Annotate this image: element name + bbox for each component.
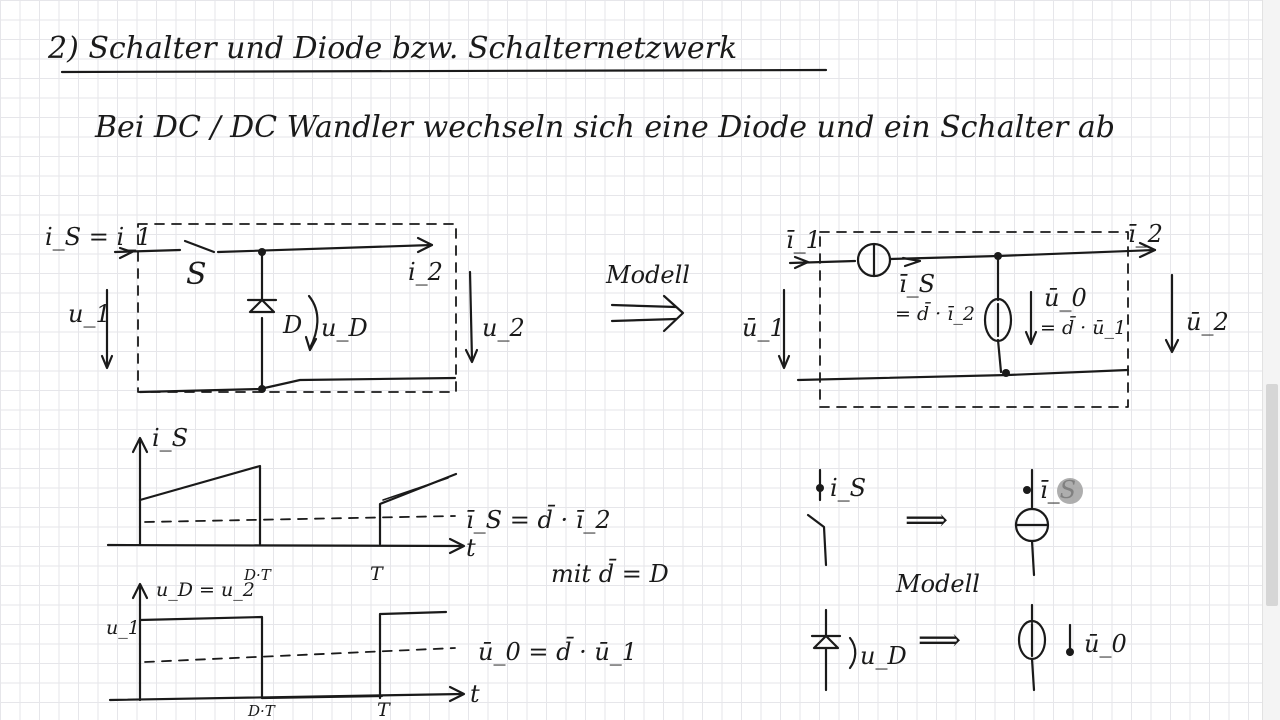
label-ud: u_D [321,314,368,342]
model-label-bottom: Modell [895,570,980,598]
plot-bottom-xlabel: t [470,680,480,708]
switch-current-label: i_S [830,474,866,502]
label-u2-avg: ū_2 [1186,308,1229,336]
plot-bottom-ylabel: u_D = u_2 [156,579,255,601]
label-u1: u_1 [68,300,111,328]
plot-bottom-level: u_1 [106,617,140,639]
scrollbar-thumb[interactable] [1266,384,1278,606]
switch-model-equivalence: i_S ⟹ ī_S [806,468,1083,577]
label-diode-d: D [282,311,302,339]
section-heading: 2) Schalter und Diode bzw. Schalternetzw… [47,31,737,66]
heading-underline [60,68,828,74]
diode-d [248,298,276,314]
label-u2: u_2 [482,314,525,342]
label-is-equation: = d̄ · ī_2 [895,301,975,325]
voltage-arrow-u2 [468,270,474,362]
switch-symbol [806,513,828,567]
switch-model-arrow: ⟹ [905,503,948,538]
voltage-arrow-ud [307,294,319,350]
plot-bottom-tick-dt: D·T [247,702,276,720]
label-i2-avg: ī_2 [1128,220,1163,248]
plot-diode-voltage: u_D = u_2 u_1 D·T T t ū_0 = d̄ · ū_1 [106,579,637,720]
averaged-model-circuit: ī_1 ī_2 ū_1 ū_2 ī_S = d̄ · ī_2 ū_0 = d̄ … [742,220,1229,408]
ud-waveform [138,615,264,700]
diode-symbol [812,634,840,650]
plot-top-tick-t: T [370,563,384,585]
plot-top-tick-dt: D·T [243,566,272,584]
voltage-source-u0 [983,297,1013,343]
plot-top-xlabel: t [466,534,476,562]
switch-diode-circuit: i_S = i_1 S i_2 u_1 D u_D u_2 [45,223,525,394]
plot-switch-current: i_S D·T T t ī_S = d̄ · ī_2 [106,424,611,585]
plot-bottom-equation: ū_0 = d̄ · ū_1 [478,637,637,666]
diode-model-equivalence: u_D ⟹ ū_0 [810,603,1127,692]
label-switch-s: S [186,257,207,292]
intro-text: Bei DC / DC Wandler wechseln sich eine D… [94,110,1115,145]
label-u0-equation: = d̄ · ū_1 [1040,315,1126,339]
label-u1-avg: ū_1 [742,314,785,342]
model-arrow [610,303,678,309]
plot-bottom-tick-t: T [377,699,391,720]
is-average-line [144,515,456,523]
label-is-i1: i_S = i_1 [45,223,151,251]
vertical-scrollbar[interactable] [1262,0,1280,720]
circuit-boundary [137,223,457,393]
diode-model-arrow: ⟹ [918,623,961,658]
model-boundary [819,231,1129,408]
switch-s [183,239,216,254]
plot-top-equation: ī_S = d̄ · ī_2 [466,505,611,534]
label-is-avg: ī_S [899,270,935,298]
model-voltage-label: ū_0 [1084,630,1127,658]
diode-voltage-label: u_D [860,642,907,670]
label-i1-avg: ī_1 [786,226,821,254]
plot-top-ylabel: i_S [152,424,188,452]
label-u0-avg: ū_0 [1044,284,1087,312]
cursor-pointer [1057,478,1083,504]
model-label-top: Modell [605,261,690,289]
ud-average-line [144,647,456,663]
mit-d-label: mit d̄ = D [551,559,669,588]
label-i2: i_2 [408,258,443,286]
is-waveform [138,464,262,546]
